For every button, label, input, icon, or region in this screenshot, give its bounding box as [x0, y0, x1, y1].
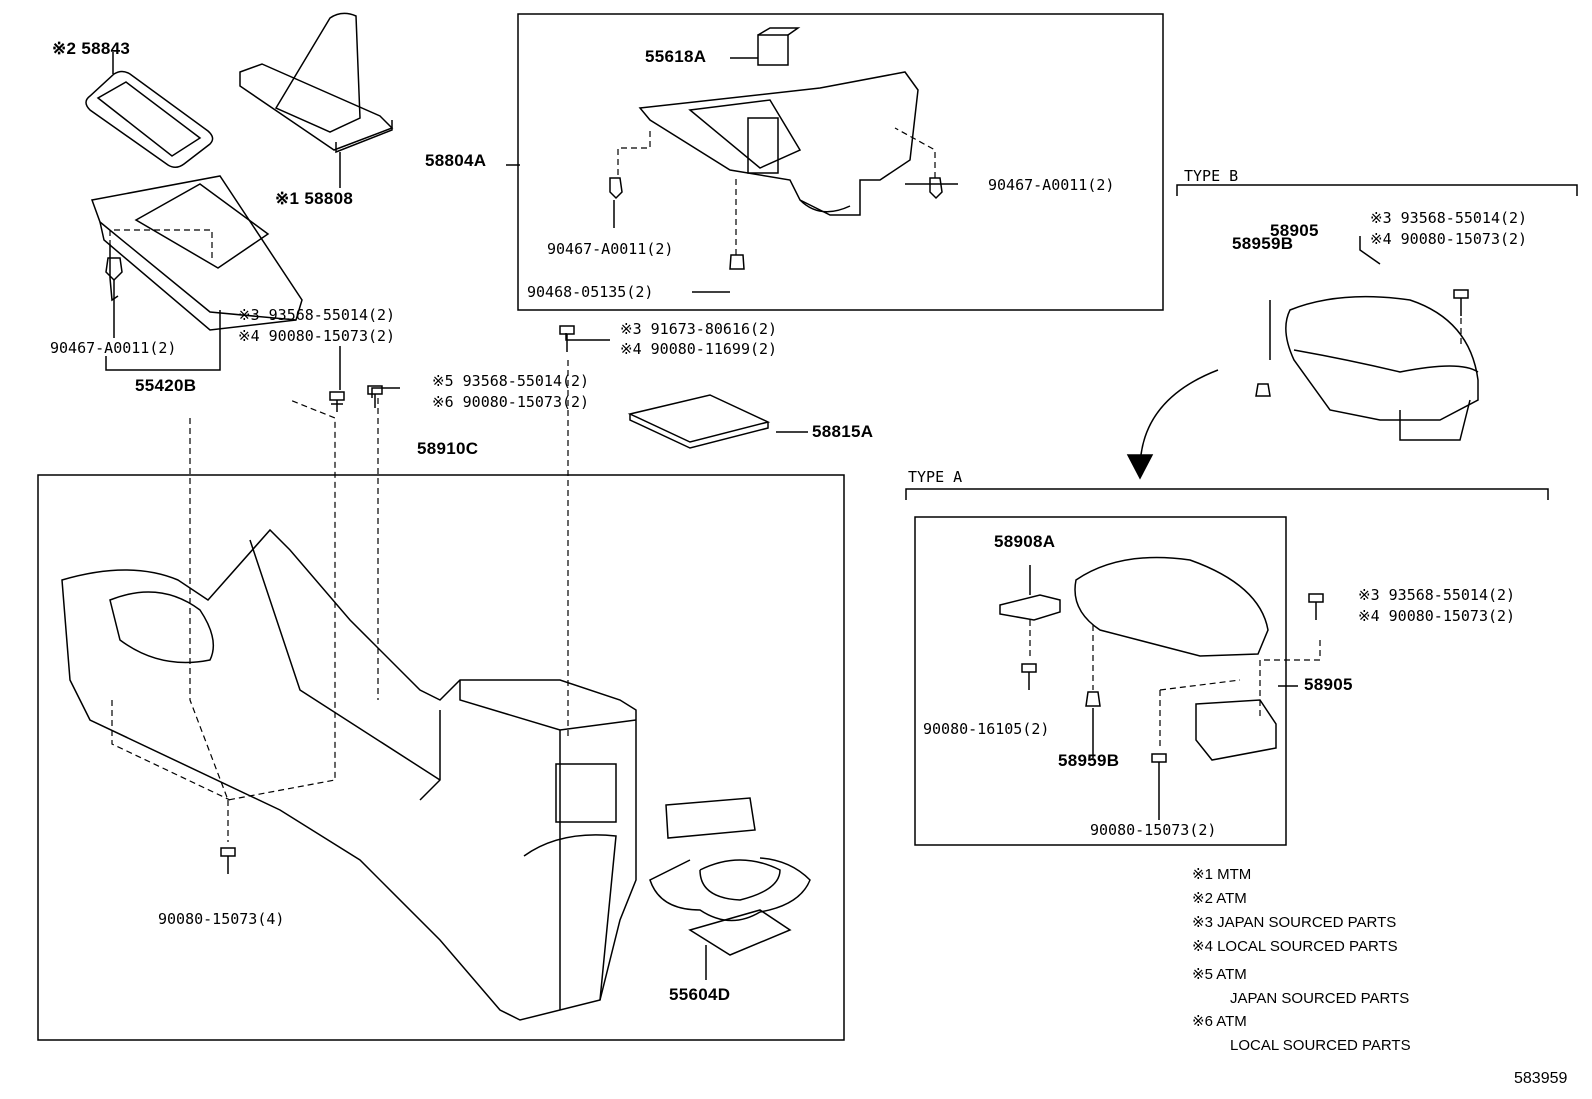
legend-line-4: ※4 LOCAL SOURCED PARTS [1192, 938, 1398, 955]
clip-icons [105, 177, 943, 282]
legend-line-3: ※3 JAPAN SOURCED PARTS [1192, 914, 1397, 931]
shift-panel-55420B [90, 175, 303, 321]
label-type-b: TYPE B [1184, 167, 1239, 185]
label-90467-top-right: 90467-A0011(2) [988, 176, 1115, 194]
type-a-bracket [905, 488, 1549, 500]
label-58908A: 58908A [994, 532, 1056, 551]
label-s3-a: ※3 93568-55014(2) [1358, 586, 1516, 604]
label-90080-15073-a: 90080-15073(2) [1090, 821, 1217, 839]
screw-icons [220, 289, 1469, 874]
label-58959B-b: 58959B [1232, 234, 1294, 253]
label-90467-top-left: 90467-A0011(2) [547, 240, 674, 258]
label-s4-mid: ※4 90080-11699(2) [620, 340, 778, 358]
label-s3-b: ※3 93568-55014(2) [1370, 209, 1528, 227]
label-s4-left: ※4 90080-15073(2) [238, 327, 396, 345]
console-tray-58804A [638, 71, 919, 216]
shift-boot-58808 [239, 63, 394, 151]
label-90467-left: 90467-A0011(2) [50, 339, 177, 357]
legend-line-5: ※5 ATM [1192, 966, 1247, 983]
label-90468: 90468-05135(2) [527, 283, 654, 301]
label-type-a: TYPE A [908, 468, 963, 486]
armrest-type-b [1285, 295, 1479, 421]
pad-58815A [627, 394, 771, 443]
label-55618A: 55618A [645, 47, 707, 66]
label-s6: ※6 90080-15073(2) [432, 393, 590, 411]
part-55618A [757, 34, 789, 66]
label-58804A: 58804A [425, 151, 487, 170]
label-58905-a: 58905 [1304, 675, 1353, 694]
label-58843: ※2 58843 [52, 39, 131, 58]
console-frame [37, 474, 845, 1041]
console-58910C [61, 528, 637, 1021]
legend-line-8: LOCAL SOURCED PARTS [1230, 1037, 1411, 1054]
label-58815A: 58815A [812, 422, 874, 441]
label-90080-16105: 90080-16105(2) [923, 720, 1050, 738]
label-58905-b: 58905 [1270, 221, 1319, 240]
label-58959B-a: 58959B [1058, 751, 1120, 770]
armrest-type-a [1074, 556, 1269, 657]
label-55420B: 55420B [135, 376, 197, 395]
bezel-ring-58843 [85, 70, 214, 168]
legend-line-6: JAPAN SOURCED PARTS [1230, 990, 1410, 1007]
label-s3-left: ※3 93568-55014(2) [238, 306, 396, 324]
label-s5: ※5 93568-55014(2) [432, 372, 590, 390]
label-58910C: 58910C [417, 439, 479, 458]
type-a-frame [914, 516, 1287, 846]
latch-58905 [1195, 699, 1277, 761]
diagram-id: 583959 [1514, 1070, 1568, 1087]
label-55604D: 55604D [669, 985, 731, 1004]
label-s4-a: ※4 90080-15073(2) [1358, 607, 1516, 625]
label-58808: ※1 58808 [275, 189, 354, 208]
cup-holder-55604D [665, 797, 756, 839]
label-s4-b: ※4 90080-15073(2) [1370, 230, 1528, 248]
label-s3-mid: ※3 91673-80616(2) [620, 320, 778, 338]
type-b-bracket [1176, 184, 1578, 196]
label-90080-15073-4: 90080-15073(4) [158, 910, 285, 928]
hinge-58908A [999, 594, 1061, 621]
legend-line-2: ※2 ATM [1192, 890, 1247, 907]
upper-assembly-frame [517, 13, 1164, 311]
legend-line-1: ※1 MTM [1192, 866, 1252, 883]
legend-line-7: ※6 ATM [1192, 1013, 1247, 1030]
